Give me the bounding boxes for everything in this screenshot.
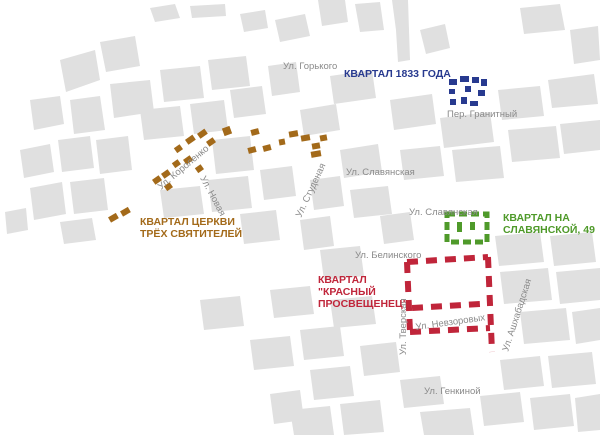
- label-quarter-krasny-line2: "КРАСНЫЙ: [318, 285, 376, 298]
- church-building: [152, 175, 162, 185]
- label-quarter-church-line2: ТРЁХ СВЯТИТЕЛЕЙ: [140, 227, 242, 240]
- krasny-edge-top: [406, 254, 489, 265]
- slav49-building: [470, 222, 475, 230]
- q1833-building: [460, 76, 469, 82]
- q1833-building: [450, 99, 456, 105]
- church-building: [108, 212, 119, 223]
- church-building: [194, 164, 204, 174]
- church-building: [183, 155, 193, 165]
- quarter-church-buildings: [108, 125, 328, 223]
- church-building: [173, 144, 183, 154]
- q1833-building: [449, 89, 455, 94]
- church-building: [319, 134, 328, 142]
- label-quarter-slav49-line1: КВАРТАЛ НА: [503, 212, 570, 224]
- krasny-edge-inner: [411, 301, 481, 311]
- slav49-outline: [444, 211, 490, 245]
- krasny-edge-right: [485, 256, 495, 353]
- church-building: [288, 130, 299, 138]
- q1833-building: [481, 79, 487, 86]
- label-quarter-church-line1: КВАРТАЛ ЦЕРКВИ: [140, 216, 235, 228]
- church-building: [311, 142, 321, 150]
- church-building: [171, 159, 181, 169]
- background-buildings: [5, 0, 600, 435]
- label-quarter-krasny-line3: ПРОСВЕЩЕНЕЦ": [318, 298, 408, 310]
- q1833-building: [449, 79, 457, 85]
- q1833-building: [478, 90, 485, 96]
- church-building: [185, 134, 196, 145]
- church-building: [247, 146, 257, 154]
- street-gorkogo: Ул. Горького: [283, 61, 337, 72]
- church-building: [300, 134, 311, 142]
- church-building: [163, 182, 173, 192]
- quarter-krasny-outline: [404, 254, 495, 353]
- church-building: [161, 169, 171, 179]
- krasny-edge-bottom: [409, 325, 491, 335]
- q1833-building: [470, 101, 478, 106]
- church-building: [262, 144, 272, 152]
- quarter-slavyanskaya-buildings: [444, 211, 490, 245]
- church-building: [197, 128, 208, 139]
- church-building: [206, 137, 216, 147]
- q1833-building: [465, 86, 471, 92]
- street-genkinoy: Ул. Генкиной: [424, 386, 481, 397]
- street-granitny: Пер. Гранитный: [447, 109, 517, 120]
- quarter-labels: КВАРТАЛ 1833 ГОДА КВАРТАЛ ЦЕРКВИ ТРЁХ СВ…: [140, 68, 595, 310]
- street-tverskaya: Ул. Тверская: [398, 298, 409, 355]
- church-building: [221, 125, 233, 137]
- church-building: [310, 150, 322, 158]
- q1833-building: [472, 77, 479, 83]
- label-quarter-krasny-line1: КВАРТАЛ: [318, 274, 367, 286]
- church-building: [250, 128, 260, 136]
- street-slavyanskaya-main: Ул. Славянская: [346, 167, 415, 178]
- street-slavyanskaya-east: Ул. Славянская: [409, 207, 478, 218]
- q1833-building: [461, 97, 467, 104]
- quarter-1833-buildings: [449, 76, 487, 106]
- street-belinskogo: Ул. Белинского: [355, 250, 421, 261]
- label-quarter-slav49-line2: СЛАВЯНСКОЙ, 49: [503, 223, 595, 236]
- slav49-building: [457, 222, 462, 232]
- church-building: [278, 138, 286, 146]
- label-quarter-1833: КВАРТАЛ 1833 ГОДА: [344, 68, 451, 80]
- krasny-edge-left: [404, 261, 413, 333]
- church-building: [120, 206, 131, 217]
